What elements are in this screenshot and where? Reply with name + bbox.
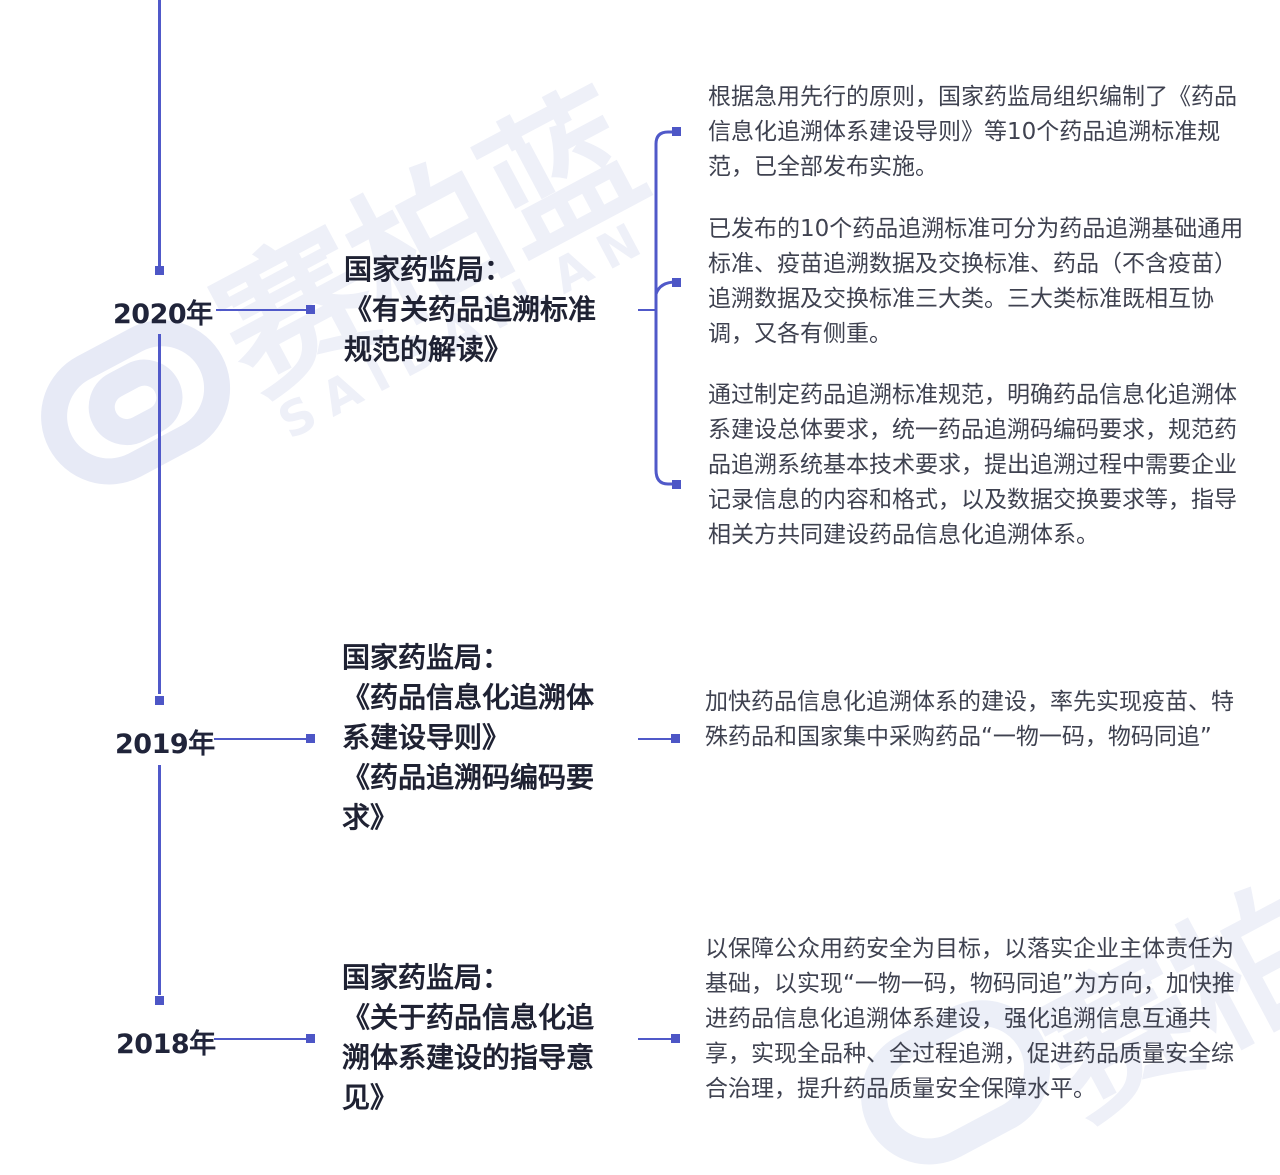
connector-2018-right-end — [671, 1034, 680, 1043]
connector-2018-left — [214, 1038, 308, 1040]
desc-2019-1: 加快药品信息化追溯体系的建设，率先实现疫苗、特殊药品和国家集中采购药品“一物一码… — [705, 689, 1234, 750]
connector-2019-right-end — [671, 734, 680, 743]
connector-2019-left — [214, 738, 308, 740]
timeline-node-2018-top — [155, 996, 164, 1005]
title-2020: 国家药监局： 《有关药品追溯标准 规范的解读》 — [344, 253, 597, 366]
title-2019: 国家药监局： 《药品信息化追溯体 系建设导则》 《药品追溯码编码要 求》 — [342, 641, 595, 834]
year-2018: 2018年 — [116, 1029, 216, 1060]
timeline-node-2020-top — [155, 266, 164, 275]
connector-2020-left-end — [306, 305, 315, 314]
connector-2020-left — [216, 309, 308, 311]
watermark-logo-icon — [41, 320, 231, 485]
desc-2020-3: 通过制定药品追溯标准规范，明确药品信息化追溯体系建设总体要求，统一药品追溯码编码… — [708, 382, 1237, 548]
timeline-node-2019-top — [155, 696, 164, 705]
watermark-text: 赛柏蓝 — [190, 62, 669, 427]
desc-2020-2: 已发布的10个药品追溯标准可分为药品追溯基础通用标准、疫苗追溯数据及交换标准、药… — [708, 216, 1244, 347]
connector-2019-left-end — [306, 734, 315, 743]
connector-2019-right — [638, 738, 674, 740]
timeline-axis-segment-3 — [158, 765, 161, 995]
timeline-axis-segment-2 — [158, 334, 161, 694]
desc-2020-1: 根据急用先行的原则，国家药监局组织编制了《药品信息化追溯体系建设导则》等10个药… — [708, 84, 1237, 180]
connector-2018-left-end — [306, 1034, 315, 1043]
year-2020: 2020年 — [113, 299, 213, 330]
connector-2018-right — [638, 1038, 674, 1040]
timeline-axis-segment-1 — [158, 0, 161, 268]
title-2018: 国家药监局： 《关于药品信息化追 溯体系建设的指导意 见》 — [342, 961, 595, 1114]
desc-2018-1: 以保障公众用药安全为目标，以落实企业主体责任为基础，以实现“一物一码，物码同追”… — [705, 936, 1235, 1102]
year-2019: 2019年 — [115, 729, 215, 760]
connector-2020-right — [638, 309, 656, 311]
